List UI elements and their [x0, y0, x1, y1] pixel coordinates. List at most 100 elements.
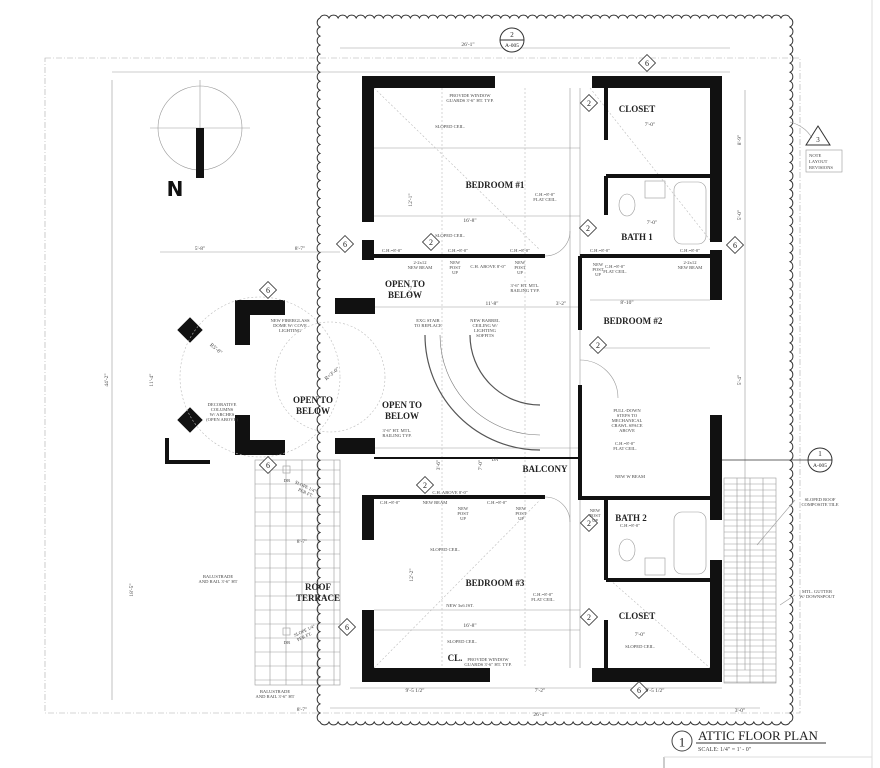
- diamond-icon: [415, 475, 435, 495]
- revision-triangle-icon: [805, 125, 831, 146]
- dim-hall-width: 3'-2": [556, 301, 567, 307]
- diamond-icon: [579, 513, 599, 533]
- note-columns: W/ ARCHES: [210, 412, 235, 417]
- keynote-tag-number: 6: [733, 241, 737, 250]
- section-marker-number: 2: [510, 31, 514, 39]
- diamond-icon: [258, 280, 278, 300]
- dim-terrace-width: 8'-7": [297, 707, 308, 713]
- dim-radius: R5'-8": [208, 342, 223, 356]
- sink-icon: [644, 557, 666, 576]
- revision-note-box: [805, 149, 843, 173]
- dim-porch-width: 5'-8": [195, 246, 206, 252]
- note-new-post: POST: [515, 511, 526, 516]
- diamond-icon: [725, 235, 745, 255]
- room-label-bedroom-3: BEDROOM #3: [466, 578, 525, 588]
- note-new-post: UP: [517, 270, 523, 275]
- dim-closet-width: 7'-0": [645, 122, 656, 128]
- note-balustrade: AND RAIL 3'-6" HT: [199, 579, 238, 584]
- room-label-open-to-below: OPEN TO: [293, 395, 333, 405]
- keynote-tag: 2: [415, 475, 435, 495]
- drain-icon: [282, 465, 291, 474]
- note-flat-ceil: C.H.=8'-0": [605, 264, 625, 269]
- note-drain: DR: [284, 478, 291, 483]
- dim-closet2-width: 7'-0": [635, 632, 646, 638]
- room-label-open-to-below: OPEN TO: [382, 400, 422, 410]
- diamond-icon: [588, 335, 608, 355]
- note-flat-ceil: FLAT CEIL.: [603, 269, 626, 274]
- note-flat-ceil: FLAT CEIL.: [533, 197, 556, 202]
- room-label-open-to-below: OPEN TO: [385, 279, 425, 289]
- note-dome: DOME W/ COVE: [273, 323, 307, 328]
- keynote-tag-number: 2: [423, 481, 427, 490]
- dim-open-width: 11'-8": [485, 301, 498, 307]
- drawing-title-text: ATTIC FLOOR PLAN: [698, 728, 819, 743]
- note-dome: LIGHTING: [279, 328, 302, 333]
- bath-fixtures: [618, 180, 707, 576]
- revision-note-line: REVISIONS: [809, 165, 833, 170]
- note-dome: NEW FIBERGLASS: [270, 318, 310, 323]
- keynote-tag: 6: [337, 617, 357, 637]
- note-flat-ceil: C.H.=8'-0": [533, 592, 553, 597]
- door-swing-bedroom2: [579, 359, 619, 399]
- note-gutter: W/ DOWNSPOUT: [799, 594, 835, 599]
- section-marker-top: 2 A-005: [499, 27, 525, 53]
- note-flat-ceil: FLAT CEIL.: [531, 597, 554, 602]
- note-ceiling-height: C.H.=8'-0": [680, 248, 700, 253]
- drain-icon: [282, 627, 291, 636]
- dim-bedroom2-window: 5'-4": [737, 375, 743, 386]
- note-new-post: NEW: [515, 260, 526, 265]
- annotations: PROVIDE WINDOW GUARDS 3'-6" HT. TYP. SLO…: [199, 93, 839, 699]
- note-new-beam: NEW BEAM: [423, 500, 448, 505]
- note-barrel-ceiling: LIGHTING: [474, 328, 497, 333]
- dome-circle: [274, 321, 386, 433]
- keynote-tag-number: 6: [266, 286, 270, 295]
- note-sloped-ceil: SLOPED CEIL.: [625, 644, 655, 649]
- note-ceiling-height: C.H.=8'-0": [382, 248, 402, 253]
- diamond-icon: [579, 607, 599, 627]
- dim-terrace-width: 8'-7": [297, 539, 308, 545]
- terrace-outline: [254, 459, 341, 686]
- note-window-guard: GUARDS 3'-6" HT. TYP.: [446, 98, 493, 103]
- dim-bottom: 26'-1": [533, 712, 546, 718]
- note-columns: DECORATIVE: [208, 402, 237, 407]
- room-label-bath-2: BATH 2: [615, 513, 647, 523]
- keynote-tag: 2: [578, 218, 598, 238]
- section-marker-sheet: A-005: [505, 43, 519, 49]
- note-railing: RAILING TYP.: [510, 288, 539, 293]
- note-sloped-ceil: SLOPED CEIL.: [435, 233, 465, 238]
- note-balustrade: AND RAIL 3'-6" HT: [256, 694, 295, 699]
- keynote-tag: 2: [579, 607, 599, 627]
- note-pull-down: PULL-DOWN: [613, 408, 641, 413]
- dim-bedroom2-width: 8'-10": [620, 300, 633, 306]
- dim-bedroom3-width: 16'-8": [463, 623, 476, 629]
- note-barrel-ceiling: NEW BARREL: [470, 318, 500, 323]
- dim-porch-height: 11'-4": [149, 373, 155, 386]
- dim-balcony: 3'-6": [436, 460, 442, 471]
- dim-bedroom1-height: 12'-1": [408, 193, 414, 206]
- note-ceiling-height: C.H.=8'-0": [487, 500, 507, 505]
- keynote-tag-number: 2: [429, 238, 433, 247]
- note-window-guard: GUARDS 3'-6" HT. TYP.: [464, 662, 511, 667]
- keynote-tag: 6: [258, 455, 278, 475]
- note-balustrade: BALUSTRADE: [260, 689, 291, 694]
- note-new-post: UP: [595, 272, 601, 277]
- note-sloped-ceil: SLOPED CEIL.: [430, 547, 460, 552]
- note-drain: DR: [284, 640, 291, 645]
- keynote-tag-number: 6: [266, 461, 270, 470]
- drawing-title: 1 ATTIC FLOOR PLAN SCALE: 1/4" = 1' - 0": [663, 0, 873, 768]
- diamond-icon: [637, 53, 657, 73]
- dim-bath1-width: 7'-0": [647, 220, 658, 226]
- note-pull-down: ABOVE: [619, 428, 635, 433]
- note-new-post: UP: [518, 516, 524, 521]
- note-new-post: NEW: [458, 506, 469, 511]
- keynote-tag-number: 2: [587, 613, 591, 622]
- dim-bath-height: 5'-0": [737, 210, 743, 221]
- interior-walls: [374, 88, 722, 668]
- keynote-tag: 6: [725, 235, 745, 255]
- keynote-tag-number: 2: [586, 224, 590, 233]
- note-new-post: NEW: [450, 260, 461, 265]
- room-label-open-to-below: BELOW: [388, 290, 422, 300]
- diamond-icon: [421, 232, 441, 252]
- note-new-joist: NEW 3x6 JST.: [446, 603, 474, 608]
